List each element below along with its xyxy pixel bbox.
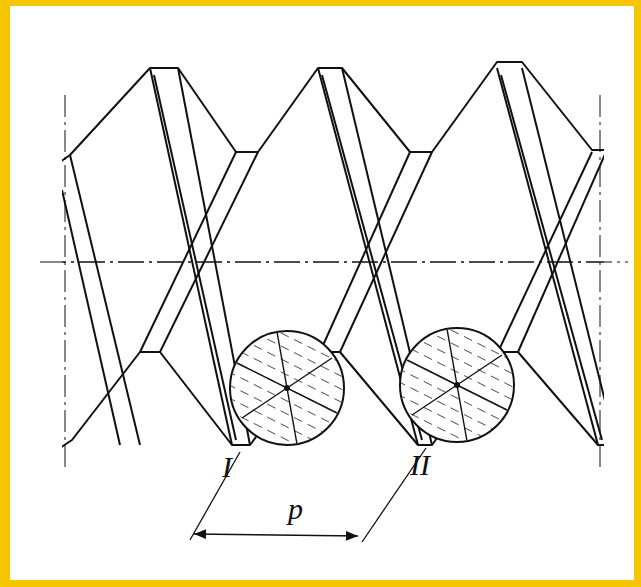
thread-line <box>340 152 432 352</box>
thread-line <box>154 75 236 440</box>
wire-ball <box>227 306 347 470</box>
thread-line <box>62 190 120 445</box>
end-line <box>600 95 601 470</box>
thread-line <box>501 75 602 440</box>
thread-line <box>320 152 410 352</box>
thread-line <box>518 152 604 352</box>
thread-line <box>498 152 592 352</box>
center-line <box>40 261 628 262</box>
thread-line <box>160 152 258 352</box>
wire-label: I <box>222 452 232 482</box>
thread-line <box>70 155 140 445</box>
thread-line <box>140 152 236 352</box>
wire-label: II <box>410 450 430 480</box>
thread-line <box>522 68 604 445</box>
thread-line <box>150 68 232 445</box>
pitch-dimension <box>190 448 426 542</box>
pitch-label: p <box>288 494 303 524</box>
end-line <box>65 95 66 470</box>
thread-outline <box>62 62 604 448</box>
wire-ball <box>397 303 517 467</box>
measuring-wires <box>227 303 517 470</box>
